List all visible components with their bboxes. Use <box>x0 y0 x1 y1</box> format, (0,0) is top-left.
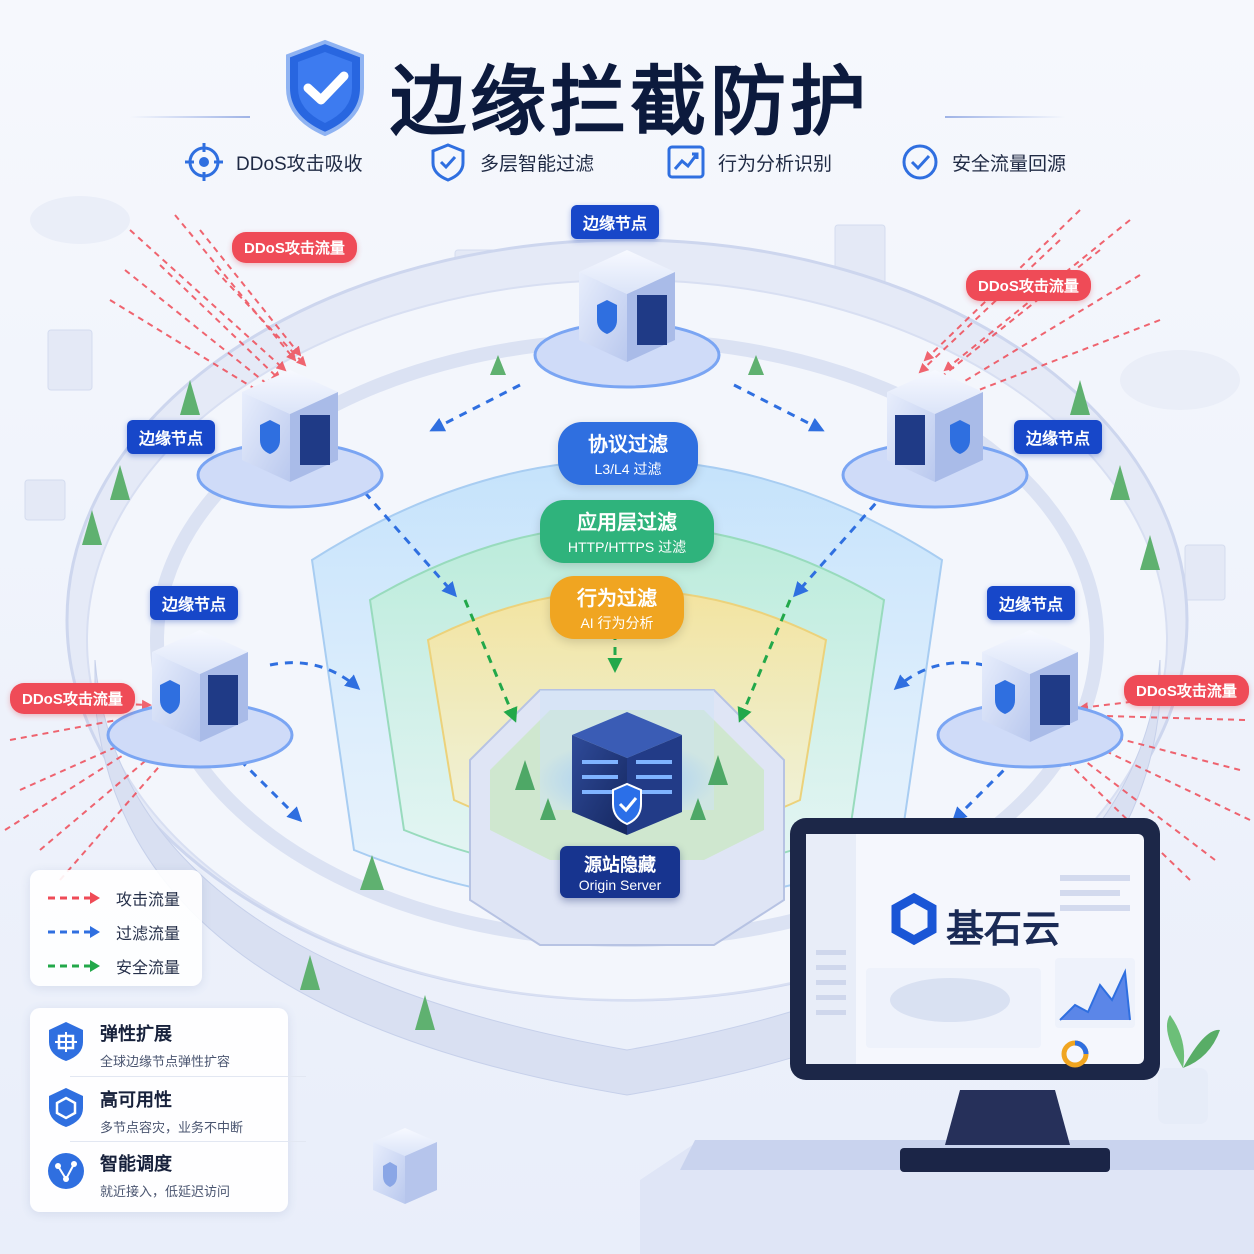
filter-application: 应用层过滤 HTTP/HTTPS 过滤 <box>540 500 714 563</box>
benefit-subtitle: 全球边缘节点弹性扩容 <box>100 1051 230 1070</box>
feature-label: 行为分析识别 <box>718 149 832 176</box>
legend-label: 攻击流量 <box>116 886 180 910</box>
legend-attack: 攻击流量 <box>46 886 180 910</box>
header: 边缘拦截防护 <box>0 28 1254 138</box>
feature-multilayer-filter: 多层智能过滤 <box>428 140 594 184</box>
legend-safe: 安全流量 <box>46 954 180 978</box>
ddos-tag-upper-right: DDoS攻击流量 <box>966 270 1091 301</box>
feature-label: 多层智能过滤 <box>480 149 594 176</box>
filter-behavior: 行为过滤 AI 行为分析 <box>550 576 684 639</box>
decorative-cube <box>373 1128 437 1204</box>
filter-title: 应用层过滤 <box>558 506 696 535</box>
trend-chart-icon <box>666 142 706 182</box>
legend-label: 过滤流量 <box>116 920 180 944</box>
filter-subtitle: L3/L4 过滤 <box>576 459 680 479</box>
edge-node-tag-upper-right: 边缘节点 <box>1014 420 1102 454</box>
blue-dashed-arrow-icon <box>46 925 102 939</box>
benefit-title: 弹性扩展 <box>100 1020 230 1046</box>
target-icon <box>184 142 224 182</box>
title-decor-line-left <box>130 116 250 118</box>
shield-check-icon <box>428 142 468 182</box>
benefit-title: 高可用性 <box>100 1086 243 1112</box>
divider <box>70 1141 306 1142</box>
legend-label: 安全流量 <box>116 954 180 978</box>
feature-label: DDoS攻击吸收 <box>236 149 363 176</box>
title-decor-line-right <box>945 116 1065 118</box>
green-dashed-arrow-icon <box>46 959 102 973</box>
benefit-subtitle: 多节点容灾，业务不中断 <box>100 1117 243 1136</box>
edge-node-tag-top: 边缘节点 <box>571 205 659 239</box>
legend: 攻击流量 过滤流量 安全流量 <box>30 870 202 986</box>
ddos-tag-upper-left: DDoS攻击流量 <box>232 232 357 263</box>
hexagon-shield-icon <box>46 1086 86 1128</box>
legend-filtered: 过滤流量 <box>46 920 180 944</box>
feature-ddos-absorb: DDoS攻击吸收 <box>184 140 363 184</box>
filter-subtitle: HTTP/HTTPS 过滤 <box>558 537 696 557</box>
origin-server-label: 源站隐藏 Origin Server <box>560 846 680 898</box>
benefit-subtitle: 就近接入，低延迟访问 <box>100 1181 230 1200</box>
benefit-title: 智能调度 <box>100 1150 230 1176</box>
edge-node-tag-upper-left: 边缘节点 <box>127 420 215 454</box>
filter-title: 行为过滤 <box>568 582 666 611</box>
benefits-card: 弹性扩展全球边缘节点弹性扩容 高可用性多节点容灾，业务不中断 智能调度就近接入，… <box>30 1008 288 1212</box>
origin-title: 源站隐藏 <box>564 851 676 877</box>
ddos-tag-lower-left: DDoS攻击流量 <box>10 683 135 714</box>
page-title: 边缘拦截防护 <box>390 40 870 150</box>
benefit-elastic: 弹性扩展全球边缘节点弹性扩容 <box>46 1020 230 1070</box>
feature-label: 安全流量回源 <box>952 149 1066 176</box>
benefit-smart-scheduling: 智能调度就近接入，低延迟访问 <box>46 1150 230 1200</box>
shield-check-icon <box>282 38 368 138</box>
divider <box>70 1076 306 1077</box>
edge-node-tag-lower-right: 边缘节点 <box>987 586 1075 620</box>
feature-safe-backsource: 安全流量回源 <box>900 140 1066 184</box>
origin-fortress <box>470 690 784 945</box>
feature-behavior-analysis: 行为分析识别 <box>666 140 832 184</box>
expand-shield-icon <box>46 1020 86 1062</box>
filter-title: 协议过滤 <box>576 428 680 457</box>
edge-node-tag-lower-left: 边缘节点 <box>150 586 238 620</box>
filter-protocol: 协议过滤 L3/L4 过滤 <box>558 422 698 485</box>
filter-subtitle: AI 行为分析 <box>568 613 666 633</box>
origin-subtitle: Origin Server <box>564 877 676 893</box>
circle-check-icon <box>900 142 940 182</box>
brand-name: 基石云 <box>946 898 1060 953</box>
network-route-icon <box>46 1150 86 1192</box>
red-dashed-arrow-icon <box>46 891 102 905</box>
ddos-tag-lower-right: DDoS攻击流量 <box>1124 675 1249 706</box>
benefit-high-availability: 高可用性多节点容灾，业务不中断 <box>46 1086 243 1136</box>
